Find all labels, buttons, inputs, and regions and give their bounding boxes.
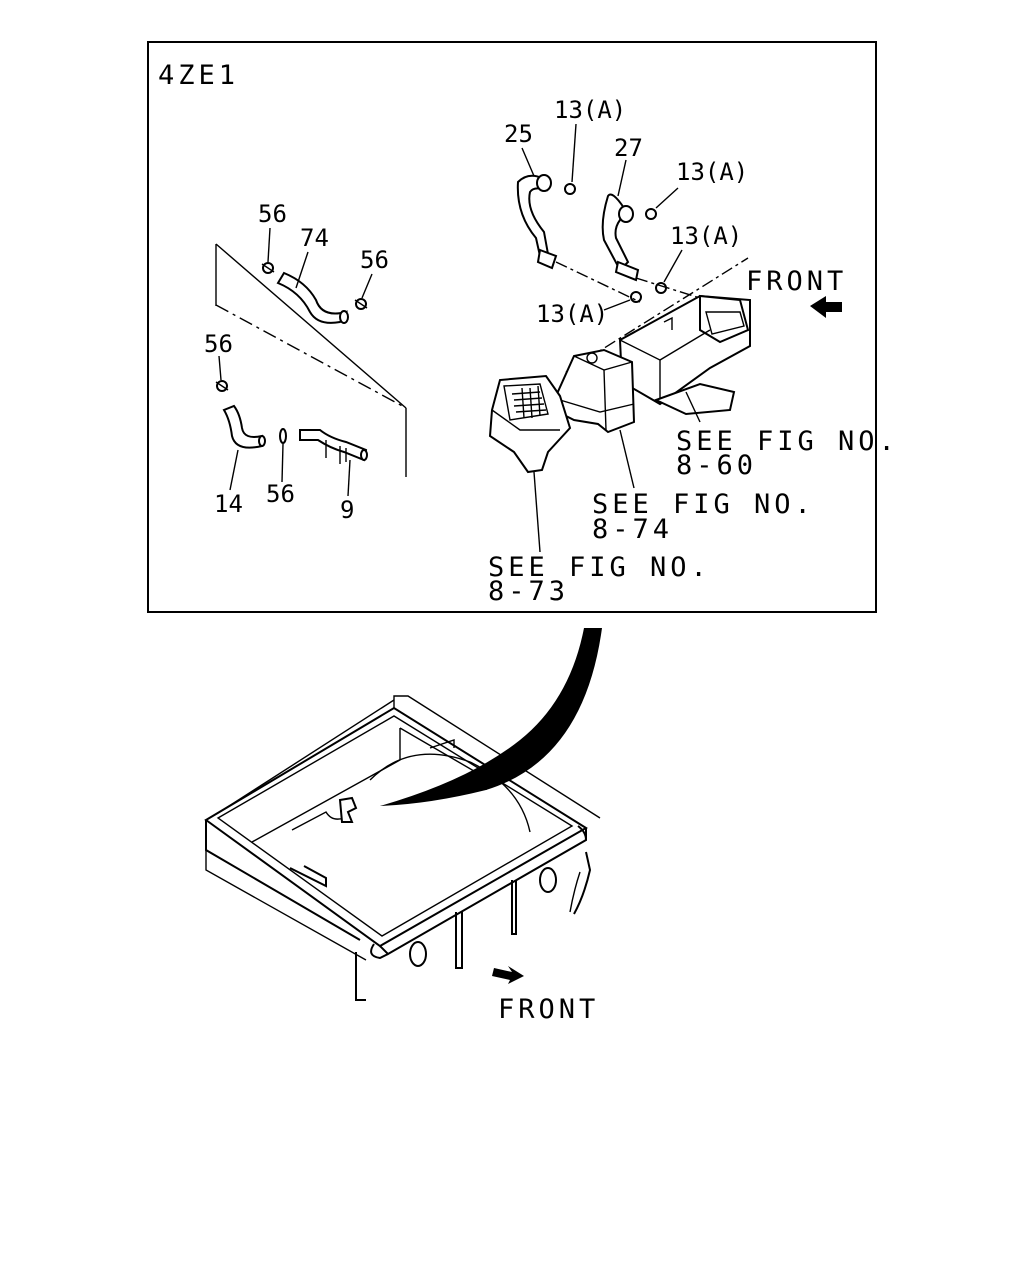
clamp-56-mid-left <box>215 380 229 392</box>
callout-74: 74 <box>300 224 329 252</box>
ref-860-line1: SEE FIG NO. <box>676 426 899 457</box>
callout-56-bottom: 56 <box>266 480 295 508</box>
centerlines <box>555 257 749 373</box>
ref-860-line2: 8-60 <box>676 450 757 481</box>
detail-pointer <box>380 628 602 806</box>
leaders-right <box>521 123 683 311</box>
heater-unit <box>618 294 751 416</box>
leaders-left <box>218 227 373 497</box>
callout-14: 14 <box>214 490 243 518</box>
detail-frame <box>147 41 877 613</box>
callout-13a-lower-right: 13(A) <box>670 222 742 250</box>
ref-873-line2: 8-73 <box>488 576 569 607</box>
ref-873-line1: SEE FIG NO. <box>488 552 711 583</box>
front-arrow-upper: FRONT <box>746 266 847 318</box>
hose-27 <box>601 193 640 282</box>
ref-874-line1: SEE FIG NO. <box>592 489 815 520</box>
engine-code-label: 4ZE1 <box>158 60 239 91</box>
front-arrow-lower: FRONT <box>492 966 599 1025</box>
callout-56-right: 56 <box>360 246 389 274</box>
front-label-upper: FRONT <box>746 266 847 297</box>
evaporator-unit <box>488 374 572 474</box>
ref-874-line2: 8-74 <box>592 514 673 545</box>
hose-25 <box>516 174 558 270</box>
callout-13a-top: 13(A) <box>554 96 626 124</box>
blower-unit <box>554 348 636 434</box>
clamp-56-top-left <box>261 262 275 274</box>
hose-74 <box>276 271 349 324</box>
pipe-9 <box>299 429 368 464</box>
hose-14 <box>222 404 266 449</box>
hose-panel <box>215 243 407 477</box>
callout-25: 25 <box>504 120 533 148</box>
callout-9: 9 <box>340 496 354 524</box>
callout-56-mid: 56 <box>204 330 233 358</box>
callout-56-top: 56 <box>258 200 287 228</box>
callout-13a-left: 13(A) <box>536 300 608 328</box>
front-label-lower: FRONT <box>498 994 599 1025</box>
leaders-references <box>533 391 701 553</box>
clamp-56-bottom <box>279 428 287 444</box>
callout-27: 27 <box>614 134 643 162</box>
vehicle-body <box>204 695 601 1001</box>
callout-13a-right: 13(A) <box>676 158 748 186</box>
clamp-56-right <box>354 298 368 310</box>
